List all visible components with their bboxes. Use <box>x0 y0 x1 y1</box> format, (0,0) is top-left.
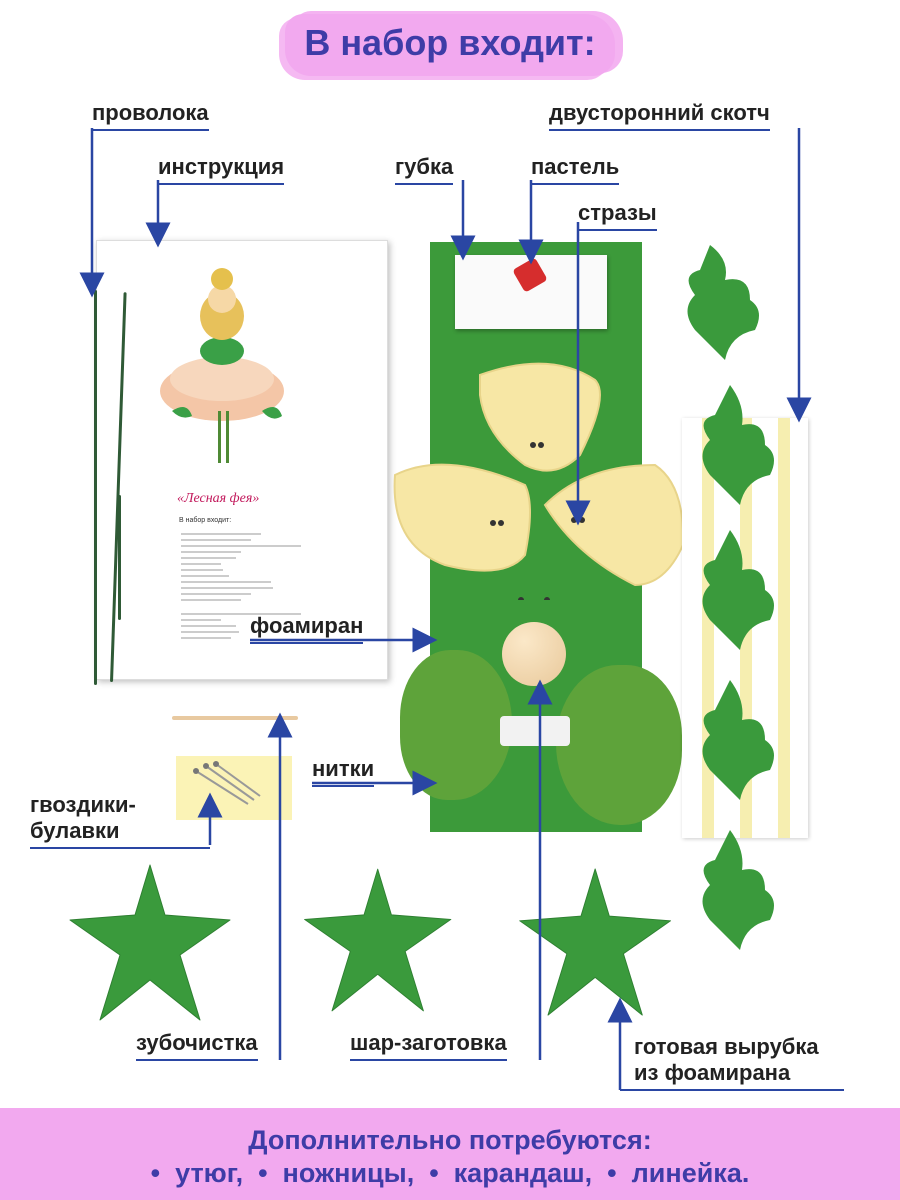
toothpick <box>172 716 298 720</box>
label-cutout-line1: готовая вырубка <box>634 1034 819 1059</box>
pins-card <box>176 756 292 820</box>
wire-3 <box>118 495 121 620</box>
label-instruction: инструкция <box>158 154 285 185</box>
label-cutout-line2: из фоамирана <box>620 1060 844 1091</box>
sheet-list <box>181 529 321 643</box>
label-rhinestones: стразы <box>578 200 657 231</box>
pins-icon <box>193 761 261 805</box>
label-pins-line2: булавки <box>30 818 210 849</box>
label-pins-line1: гвоздики- <box>30 792 136 817</box>
star-cutout-2 <box>304 868 452 1012</box>
instruction-sheet: «Лесная фея» В набор входит: <box>96 240 388 680</box>
page-title: В набор входит: <box>304 22 596 63</box>
sheet-list-heading: В набор входит: <box>179 517 232 524</box>
wire-1 <box>94 290 97 685</box>
label-toothpick: зубочистка <box>136 1030 258 1061</box>
label-threads: нитки <box>312 756 375 787</box>
star-cutout-1 <box>69 864 231 1021</box>
wooden-ball <box>502 622 566 686</box>
footer-line-2: • утюг, • ножницы, • карандаш, • линейка… <box>150 1158 750 1188</box>
label-tape: двусторонний скотч <box>549 100 770 131</box>
label-wire: проволока <box>92 100 209 131</box>
footer-line-1: Дополнительно потребуются: <box>248 1125 652 1155</box>
title-brush-highlight <box>285 14 615 76</box>
label-sponge: губка <box>395 154 454 185</box>
footer-brush-band <box>0 1108 900 1200</box>
cream-petals <box>393 362 685 600</box>
sheet-title: «Лесная фея» <box>177 491 260 506</box>
oak-leaves <box>687 245 774 950</box>
label-pastel: пастель <box>531 154 620 185</box>
yarn-right <box>556 665 682 825</box>
fairy-illustration <box>160 268 284 463</box>
label-foamiran: фоамиран <box>250 613 364 644</box>
yarn-holder <box>500 716 570 746</box>
label-ball: шар-заготовка <box>350 1030 507 1061</box>
